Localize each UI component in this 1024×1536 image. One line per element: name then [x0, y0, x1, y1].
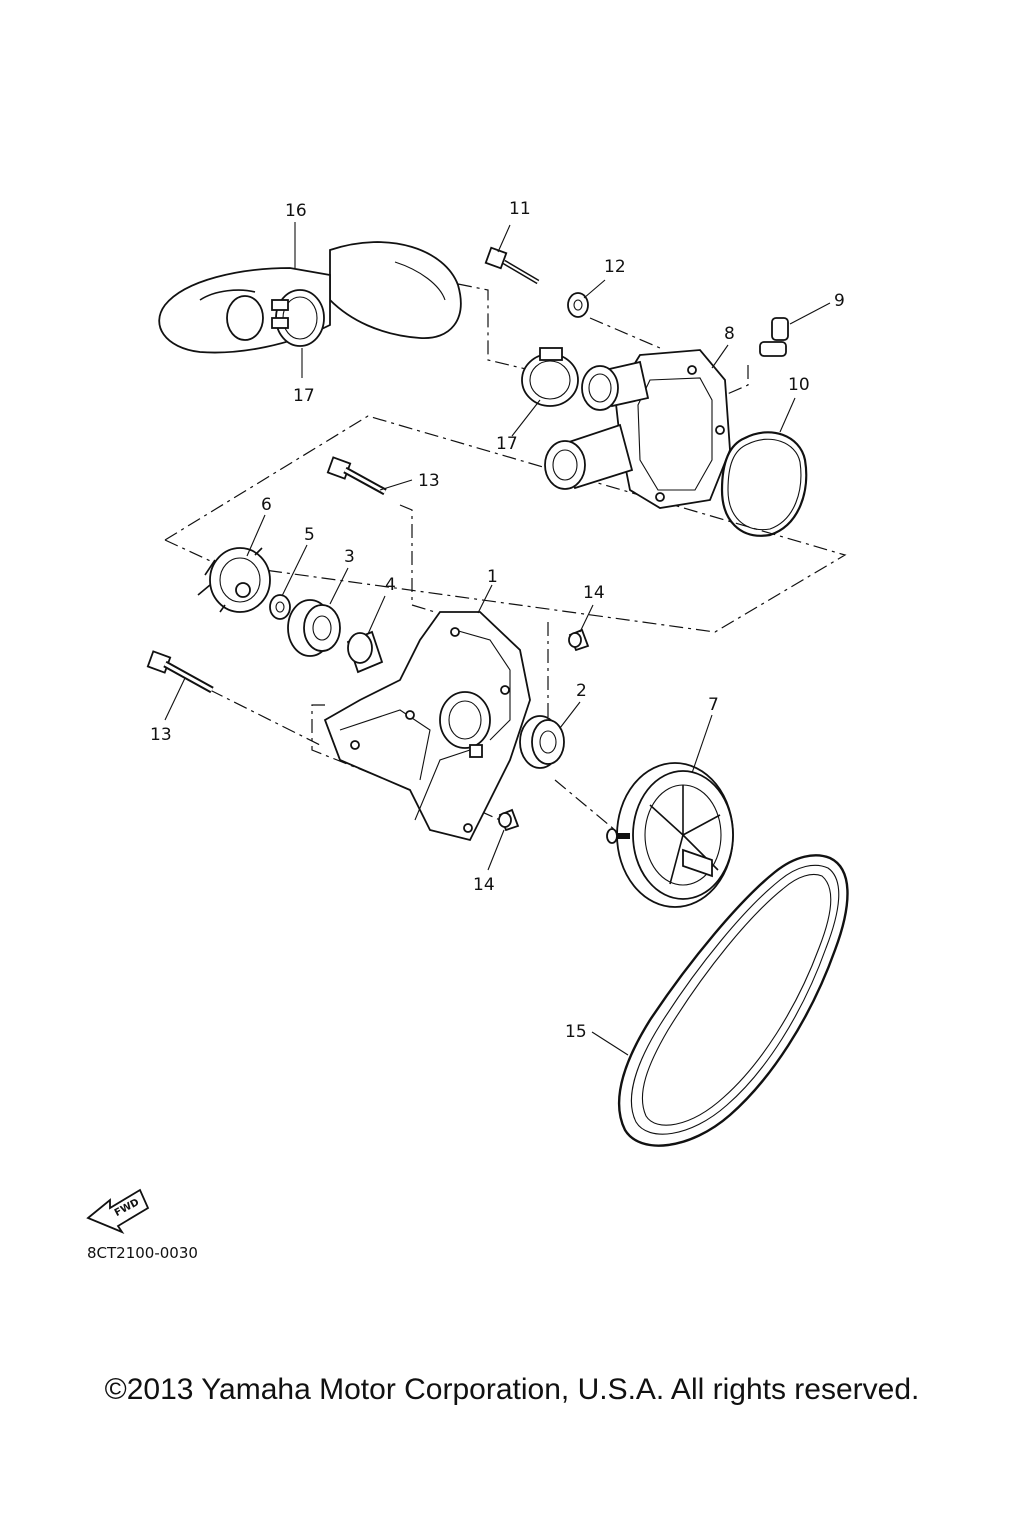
fitting-part-9 [759, 317, 789, 357]
callout-17-lower: 17 [496, 434, 518, 454]
callout-14-lower: 14 [473, 875, 495, 895]
dowel-pin-part-14-lower [498, 808, 520, 832]
leader-lines [164, 222, 831, 1056]
pump-body-part-1 [323, 611, 531, 842]
callout-13-lower: 13 [150, 725, 172, 745]
callout-3: 3 [344, 547, 355, 567]
sleeve-part-4 [346, 630, 384, 674]
dowel-pin-part-14-upper [568, 628, 590, 652]
washer-part-5 [269, 594, 291, 620]
callout-13-upper: 13 [418, 471, 440, 491]
callout-8: 8 [724, 324, 735, 344]
seal-part-3 [287, 599, 341, 657]
bolt-part-13-upper [326, 456, 387, 496]
fwd-arrow-icon: FWD [86, 1188, 150, 1234]
impeller-part-6 [197, 547, 271, 613]
callout-2: 2 [576, 681, 587, 701]
copyright-notice: ©2013 Yamaha Motor Corporation, U.S.A. A… [104, 1373, 920, 1406]
callout-1: 1 [487, 567, 498, 587]
bolt-part-13-lower [146, 650, 214, 694]
callout-9: 9 [834, 291, 845, 311]
callout-4: 4 [385, 575, 396, 595]
gasket-part-10 [720, 431, 808, 537]
callout-16: 16 [285, 201, 307, 221]
diagram-code: 8CT2100-0030 [87, 1244, 198, 1262]
callout-17-upper: 17 [293, 386, 315, 406]
callout-labels: 1 2 3 4 5 6 7 8 9 10 11 12 13 13 14 14 1… [150, 199, 845, 1042]
callout-10: 10 [788, 375, 810, 395]
bolt-part-11 [484, 246, 540, 285]
bearing-part-2 [519, 715, 565, 769]
callout-7: 7 [708, 695, 719, 715]
callout-14-upper: 14 [583, 583, 605, 603]
callout-15: 15 [565, 1022, 587, 1042]
callout-12: 12 [604, 257, 626, 277]
hose-clamp-part-17-lower [521, 347, 579, 407]
drive-belt-part-15 [617, 854, 849, 1147]
pump-cover-part-8 [544, 349, 731, 509]
callout-6: 6 [261, 495, 272, 515]
callout-11: 11 [509, 199, 531, 219]
pulley-part-7 [606, 762, 734, 908]
hose-clamp-part-17-upper [271, 289, 325, 347]
callout-5: 5 [304, 525, 315, 545]
washer-part-12 [567, 292, 589, 318]
